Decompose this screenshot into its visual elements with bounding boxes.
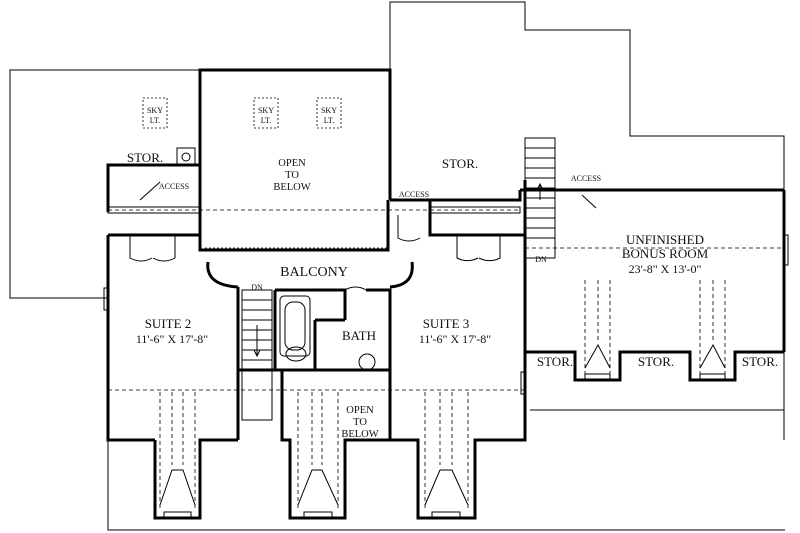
misc-symbols [103,147,789,395]
bath-fixtures [279,295,376,371]
bath-label: BATH [342,328,376,343]
skylight-label: SKY [321,106,337,115]
down-stair-label: DN [251,283,263,292]
suite3-name: SUITE 3 [423,316,470,331]
skylight-label: SKY [147,106,163,115]
skylight-label: LT. [150,116,160,125]
access-label: ACCESS [571,174,601,183]
suite2-name: SUITE 2 [145,316,192,331]
stairs [241,137,556,421]
skylight-label: LT. [261,116,271,125]
walls [106,68,786,520]
bonus-room-dimensions: 23'-8" X 13'-0" [629,262,702,276]
suite2-dimensions: 11'-6" X 17'-8" [136,332,208,346]
skylights: SKY LT. SKY LT. SKY LT. [142,97,342,129]
stor-east-2-label: STOR. [638,354,674,369]
stor-northwest-label: STOR. [127,150,163,165]
open-to-below-top-label: TO [285,170,299,181]
balcony-label: BALCONY [280,265,348,280]
room-labels: STOR. OPEN TO BELOW STOR. BALCONY SUITE … [127,150,778,440]
stor-north-label: STOR. [442,156,478,171]
skylight-label: LT. [324,116,334,125]
access-label: ACCESS [159,182,189,191]
doors [129,181,597,291]
open-to-below-bottom-label: OPEN [346,405,374,416]
open-to-below-top-label: OPEN [278,158,306,169]
access-label: ACCESS [399,190,429,199]
dashed-lines [108,209,784,510]
open-to-below-bottom-label: BELOW [341,429,378,440]
dormer-details [159,343,726,519]
open-to-below-bottom-label: TO [353,417,367,428]
open-to-below-top-label: BELOW [273,182,310,193]
suite3-dimensions: 11'-6" X 17'-8" [419,332,491,346]
skylight-label: SKY [258,106,274,115]
down-stair-label: DN [535,255,547,264]
stor-east-1-label: STOR. [537,354,573,369]
bonus-room-label: BONUS ROOM [622,246,709,261]
annotations: ACCESS ACCESS ACCESS DN DN [159,174,601,292]
bonus-room-label: UNFINISHED [626,232,704,247]
stor-east-3-label: STOR. [742,354,778,369]
